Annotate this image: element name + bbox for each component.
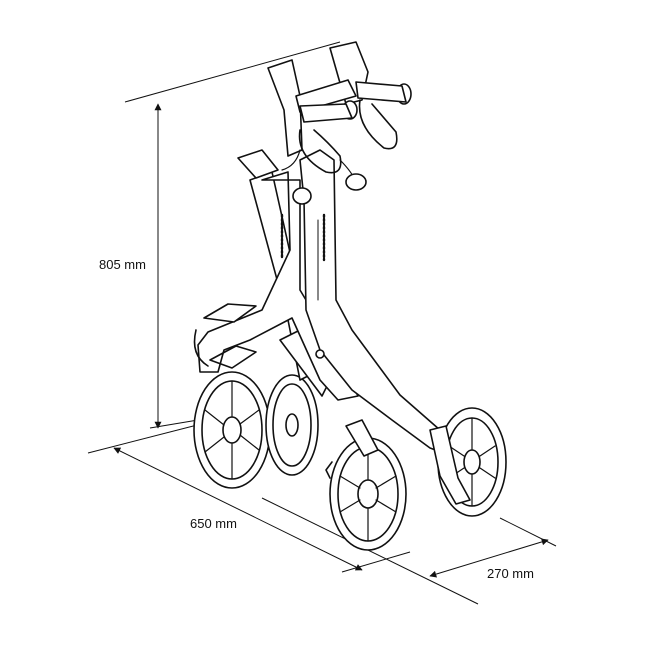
length-dimension-line: [113, 447, 363, 571]
handlebar: [267, 41, 412, 205]
width-extension-left: [341, 551, 411, 573]
rear-left-wheel: [193, 371, 271, 489]
length-dimension: [87, 422, 479, 605]
rear-right-wheel: [265, 374, 319, 476]
front-fork: [345, 419, 471, 505]
height-label: 805 mm: [99, 257, 146, 272]
width-extension-right: [499, 517, 557, 547]
seat-rails: [203, 303, 257, 369]
front-left-wheel: [325, 437, 407, 551]
width-label: 270 mm: [487, 566, 534, 581]
rollator-illustration: [193, 41, 507, 551]
width-dimension-line: [429, 538, 549, 578]
height-extension-top: [124, 41, 341, 103]
width-dimension: [341, 517, 557, 578]
length-label: 650 mm: [190, 516, 237, 531]
length-extension-left: [87, 422, 206, 454]
